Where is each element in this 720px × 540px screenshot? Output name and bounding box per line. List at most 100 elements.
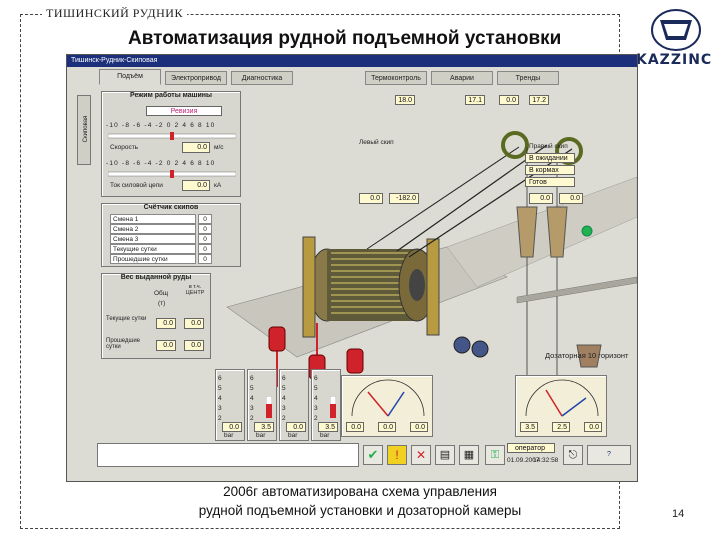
side-tab-label: Скиповая xyxy=(83,115,89,143)
key-icon[interactable]: ⚿ xyxy=(485,445,505,465)
kazzinc-logo-text: KAZZINC xyxy=(636,52,713,68)
confirm-check-icon[interactable]: ✔ xyxy=(363,445,383,465)
page-number: 14 xyxy=(672,508,685,520)
left-skip-position-b: -182.0 xyxy=(389,193,419,204)
gauge-reading: 3.5 xyxy=(318,422,338,432)
caption-line-1: 2006г автоматизирована схема управления xyxy=(223,484,497,499)
dosing-chamber-label: Дозаторная 10 горизонт xyxy=(545,351,629,360)
right-skip-state-3: Готов xyxy=(525,177,575,187)
right-skip-state-2: В кормах xyxy=(525,165,575,175)
scada-window: Тишинск-Рудник-Скиповая Скиповая Подъём … xyxy=(66,54,638,482)
counter-row-value: 0 xyxy=(198,244,212,254)
dial-reading: 0.0 xyxy=(378,422,396,432)
tab-bar: Подъём Электропривод Диагностика Термоко… xyxy=(99,69,637,87)
gauge-unit: bar xyxy=(256,432,266,439)
speed-unit: м/с xyxy=(214,144,224,151)
ore-col-unit: (т) xyxy=(158,300,166,307)
ore-row-total: 0.0 xyxy=(156,318,176,329)
skip-counter-panel: Счётчик скипов Смена 1 0 Смена 2 0 Смена… xyxy=(101,203,241,267)
kazzinc-logo xyxy=(651,9,701,51)
mute-sound-icon[interactable]: ✕ xyxy=(411,445,431,465)
current-time: 14:32:58 xyxy=(533,457,559,464)
dial-reading: 0.0 xyxy=(346,422,364,432)
dial-reading: 0.0 xyxy=(410,422,428,432)
message-line xyxy=(97,443,359,467)
current-date: 01.09.2007 xyxy=(507,457,540,464)
right-skip-position-a: 0.0 xyxy=(529,193,553,204)
counter-row-label: Текущие сутки xyxy=(110,244,196,254)
dosing-dial-right: 3.5 2.5 0.0 xyxy=(515,375,607,437)
tab-trends[interactable]: Тренды xyxy=(497,71,559,85)
mode-panel-title: Режим работы машины xyxy=(130,92,212,99)
right-skip-state-1: В ожидании xyxy=(525,153,575,163)
help-button[interactable]: ? xyxy=(587,445,631,465)
ore-col-center: в т.ч. ЦЕНТР xyxy=(185,284,205,296)
caption-line-2: рудной подъемной установки и дозаторной … xyxy=(198,503,522,518)
gauge-unit: bar xyxy=(288,432,298,439)
slide-caption: 2006г автоматизирована схема управления … xyxy=(120,482,600,520)
right-skip-label: Правый скип xyxy=(529,143,568,150)
counter-row-value: 0 xyxy=(198,234,212,244)
mode-panel: Режим работы машины Ревизия -10 -8 -6 -4… xyxy=(101,91,241,197)
ore-row-label: Прошедшие сутки xyxy=(106,338,141,350)
exit-icon[interactable]: ⎋ xyxy=(563,445,583,465)
gauge-reading: 3.5 xyxy=(254,422,274,432)
counter-row-label: Прошедшие сутки xyxy=(110,254,196,264)
current-label: Ток силовой цепи xyxy=(110,182,163,189)
ore-col-total: Общ xyxy=(154,290,169,297)
ore-weight-panel: Вес выданной руды Общ (т) в т.ч. ЦЕНТР Т… xyxy=(101,273,211,359)
print-icon[interactable]: ▤ xyxy=(435,445,455,465)
counter-row-value: 0 xyxy=(198,224,212,234)
current-unit: кА xyxy=(214,182,222,189)
hoist-machinery-illustration xyxy=(226,131,637,417)
speed-value: 0.0 xyxy=(182,142,210,153)
alarm-warning-icon[interactable]: ! xyxy=(387,445,407,465)
counter-row-label: Смена 1 xyxy=(110,214,196,224)
counter-row-label: Смена 2 xyxy=(110,224,196,234)
operator-name: оператор xyxy=(507,443,555,453)
rope-tension-4: 17.2 xyxy=(529,95,549,105)
rope-tension-1: 18.0 xyxy=(395,95,415,105)
dial-reading: 2.5 xyxy=(552,422,570,432)
current-scale: -10 -8 -6 -4 -2 0 2 4 6 8 10 xyxy=(106,160,216,167)
speed-label: Скорость xyxy=(110,144,139,151)
right-skip-position-b: 0.0 xyxy=(559,193,583,204)
side-tab-skip[interactable]: Скиповая xyxy=(77,95,91,165)
tab-alarms[interactable]: Аварии xyxy=(431,71,493,85)
left-skip-position-a: 0.0 xyxy=(359,193,383,204)
chart-icon[interactable]: ▦ xyxy=(459,445,479,465)
ore-row-center: 0.0 xyxy=(184,340,204,351)
gauge-reading: 0.0 xyxy=(286,422,306,432)
ore-weight-title: Вес выданной руды xyxy=(120,274,192,281)
dial-face xyxy=(525,379,599,417)
mine-name: ТИШИНСКИЙ РУДНИК xyxy=(42,6,187,21)
rope-tension-3: 0.0 xyxy=(499,95,519,105)
counter-row-label: Смена 3 xyxy=(110,234,196,244)
counter-row-value: 0 xyxy=(198,214,212,224)
dial-reading: 3.5 xyxy=(520,422,538,432)
counter-row-value: 0 xyxy=(198,254,212,264)
gauge-unit: bar xyxy=(224,432,234,439)
gauge-level-bar xyxy=(330,396,336,418)
ore-row-label: Текущие сутки xyxy=(106,316,147,322)
tab-thermal[interactable]: Термоконтроль xyxy=(365,71,427,85)
gauge-reading: 0.0 xyxy=(222,422,242,432)
tab-diagnostics[interactable]: Диагностика xyxy=(231,71,293,85)
tab-lift[interactable]: Подъём xyxy=(99,69,161,85)
ore-row-center: 0.0 xyxy=(184,318,204,329)
tab-electric-drive[interactable]: Электропривод xyxy=(165,71,227,85)
skip-counter-title: Счётчик скипов xyxy=(143,204,199,211)
rope-tension-2: 17.1 xyxy=(465,95,485,105)
dial-reading: 0.0 xyxy=(584,422,602,432)
current-bar xyxy=(108,170,236,178)
window-title: Тишинск-Рудник-Скиповая xyxy=(67,55,637,67)
slide-title: Автоматизация рудной подъемной установки xyxy=(128,28,562,49)
